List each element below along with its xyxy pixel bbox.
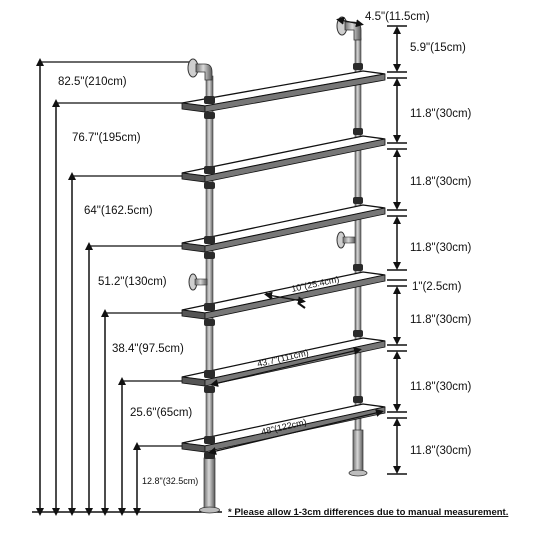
left-floor-flange — [199, 457, 220, 514]
mid-left-wall-flange — [188, 273, 208, 291]
gap-label-6: 11.8"(30cm) — [410, 314, 472, 326]
gap-label-7: 11.8"(30cm) — [410, 381, 472, 393]
pipe-fittings — [204, 63, 363, 459]
measurement-note: * Please allow 1-3cm differences due to … — [228, 507, 508, 518]
height-label-5: 38.4"(97.5cm) — [112, 343, 184, 355]
shelf-structure — [181, 16, 386, 514]
height-label-1: 82.5"(210cm) — [58, 76, 127, 88]
top-offset-label: 4.5"(11.5cm) — [365, 11, 430, 23]
left-height-dimensions: 82.5"(210cm) 76.7"(195cm) 64"(162.5cm) 5… — [32, 58, 222, 516]
gap-label-2: 11.8"(30cm) — [410, 108, 472, 120]
gap-label-4: 11.8"(30cm) — [410, 242, 472, 254]
height-label-3: 64"(162.5cm) — [84, 205, 153, 217]
top-offset-dimension: 4.5"(11.5cm) — [336, 11, 430, 28]
height-label-4: 51.2"(130cm) — [98, 276, 167, 288]
gap-label-1: 5.9"(15cm) — [410, 42, 466, 54]
gap-label-8: 11.8"(30cm) — [410, 445, 472, 457]
shelf-1 — [181, 70, 386, 113]
top-left-wall-flange — [187, 58, 213, 81]
right-gap-dimensions: 5.9"(15cm) 11.8"(30cm) 11.8"(30cm) 11.8"… — [387, 25, 472, 475]
shelf-3 — [181, 204, 386, 253]
right-floor-flange — [348, 429, 368, 477]
height-label-6: 25.6"(65cm) — [130, 407, 192, 419]
shelf-2 — [181, 135, 386, 183]
mid-right-wall-flange — [336, 231, 356, 249]
gap-label-3: 11.8"(30cm) — [410, 176, 472, 188]
height-label-2: 76.7"(195cm) — [72, 132, 141, 144]
gap-label-5: 1"(2.5cm) — [412, 281, 462, 293]
height-label-7: 12.8"(32.5cm) — [142, 476, 198, 486]
